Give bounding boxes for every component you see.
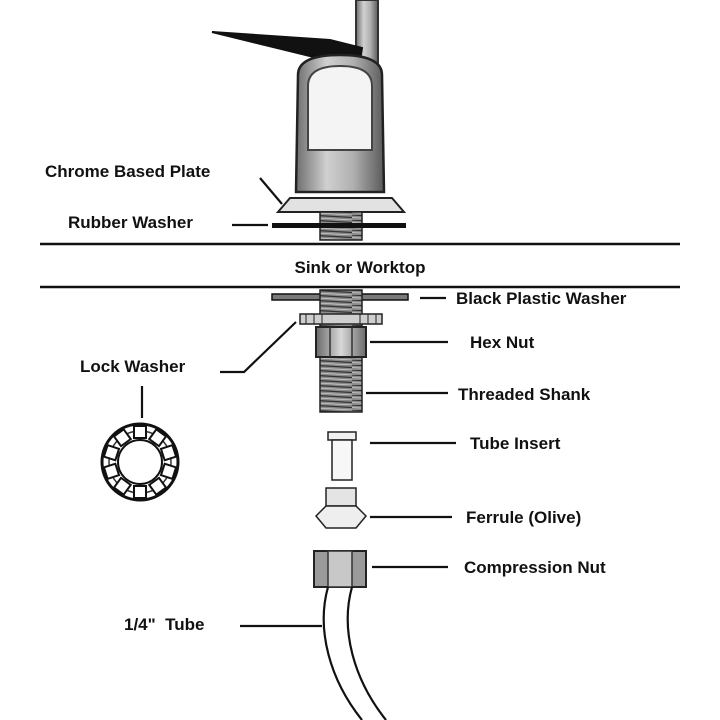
faucet-body [211, 0, 386, 194]
label-ferrule: Ferrule (Olive) [466, 508, 581, 527]
label-threaded-shank: Threaded Shank [458, 385, 591, 404]
label-rubber-washer: Rubber Washer [68, 213, 193, 232]
label-tube: 1/4" Tube [124, 615, 204, 634]
label-hex-nut: Hex Nut [470, 333, 535, 352]
hex-nut [315, 326, 367, 358]
compression-nut [313, 550, 367, 588]
label-black-washer: Black Plastic Washer [456, 289, 627, 308]
lock-washer-illustration [100, 422, 180, 502]
lock-washer-teeth [305, 314, 377, 324]
label-sink: Sink or Worktop [295, 258, 426, 277]
lock-washer-on-shank [299, 313, 383, 325]
label-tube-insert: Tube Insert [470, 434, 561, 453]
quarter-inch-tube [322, 586, 387, 720]
faucet-window [307, 64, 373, 151]
leader-chrome-plate [259, 177, 283, 205]
chrome-plate [275, 197, 407, 213]
rubber-washer [272, 223, 406, 228]
label-chrome-plate: Chrome Based Plate [45, 162, 210, 181]
leader-lines [140, 177, 456, 628]
ferrule [314, 487, 368, 529]
label-lock-washer: Lock Washer [80, 357, 186, 376]
leader-lock-washer [220, 321, 297, 374]
tube-insert [327, 431, 357, 481]
faucet-lever [211, 31, 364, 62]
label-compression-nut: Compression Nut [464, 558, 606, 577]
